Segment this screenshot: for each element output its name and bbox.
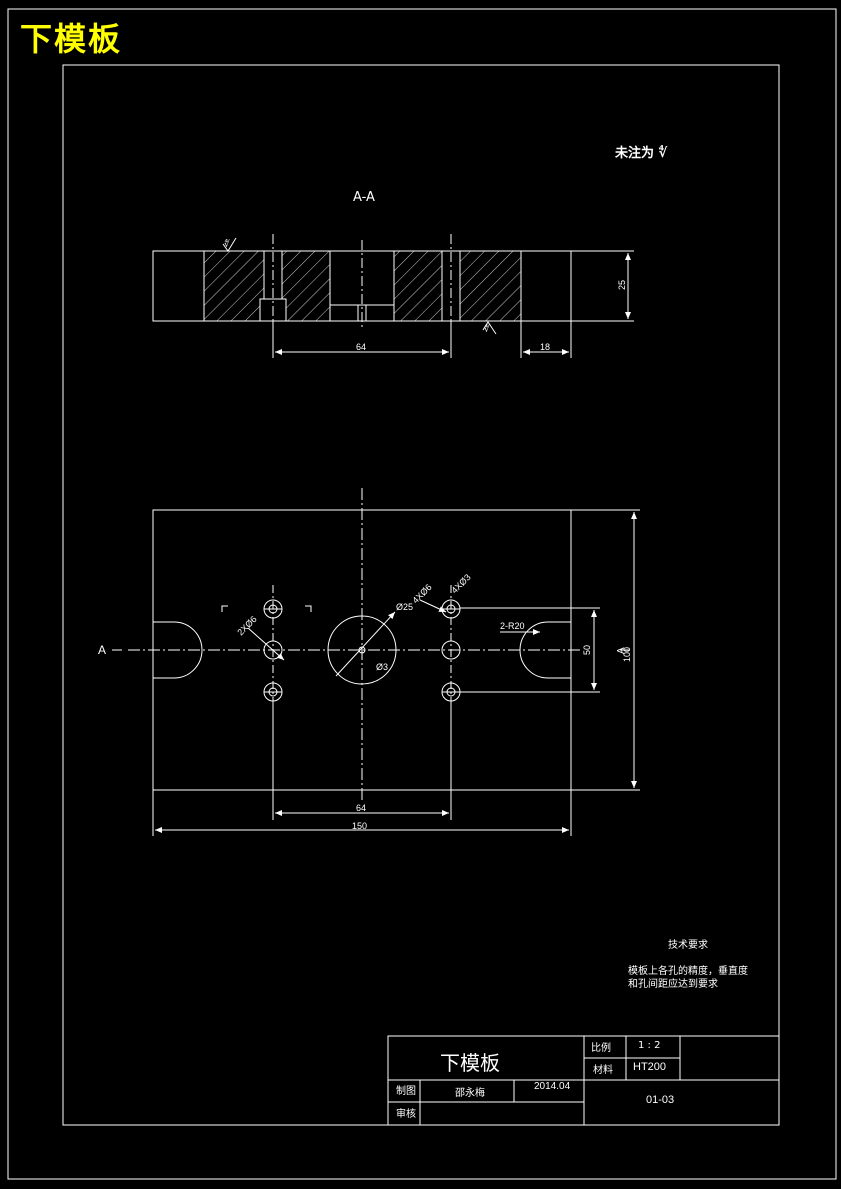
title-block-scale-value: 1 : 2 [638,1040,661,1051]
dim-r20: 2-R20 [500,621,525,631]
roughness-symbol-top [222,237,237,252]
tech-requirements-line1: 模板上各孔的精度，垂直度 [628,966,748,977]
title-block-drawing-number: 01-03 [646,1094,675,1106]
page-title: 下模板 [20,20,123,58]
plan-view [112,488,640,836]
title-block-material-label: 材料 [593,1065,613,1076]
outer-border [7,8,837,1180]
leader-dia-25 [335,611,396,677]
dim-64-top: 64 [356,342,366,352]
hole-dia-25 [327,615,397,685]
title-block-scale-label: 比例 [591,1043,611,1054]
section-view [152,234,634,358]
title-block [387,1035,780,1126]
title-block-drawn-label: 制图 [396,1086,416,1097]
hatch-mid-left [281,250,331,322]
section-marker-left: A [98,643,106,657]
roughness-note: 未注为 ∜ [615,146,668,161]
dim-50: 50 [582,645,592,655]
dim-4x6: 4XØ6 [410,582,433,605]
dim-dia-3: Ø3 [376,662,388,672]
hole-dia-3 [358,646,366,654]
title-block-drawn-name: 邵永梅 [455,1088,485,1099]
section-marker-right: A [616,647,627,654]
dim-18: 18 [540,342,550,352]
cut-bracket-left [221,605,228,612]
tech-requirements-line2: 和孔间距应达到要求 [628,979,718,990]
roughness-symbol-bottom [482,321,497,335]
title-block-name: 下模板 [440,1051,500,1075]
slot-right [519,621,571,679]
title-block-material-value: HT200 [633,1061,667,1073]
tech-requirements-title: 技术要求 [668,940,708,951]
title-block-check-label: 审核 [396,1109,416,1120]
title-block-date: 2014.04 [534,1081,571,1092]
roughness-mark-top: ∜ [224,238,230,249]
dim-dia-25: Ø25 [396,602,413,612]
section-label: A-A [353,190,375,205]
dim-25: 25 [617,280,627,290]
dim-150: 150 [352,821,367,831]
dim-4x3: 4XØ3 [449,572,472,595]
dim-64-plan: 64 [356,803,366,813]
hatch-mid-right [393,250,443,322]
hole-left-mid [263,640,283,660]
slot-left [153,621,203,679]
leader-4x6 [419,599,447,613]
leader-2x6 [247,627,285,661]
hole-right-mid [441,640,461,660]
hatch-right [459,250,522,322]
dim-100: 100 [622,647,632,662]
cut-bracket-right [305,605,312,612]
hatch-left [203,250,265,322]
roughness-mark-bottom: ∜ [484,323,490,334]
